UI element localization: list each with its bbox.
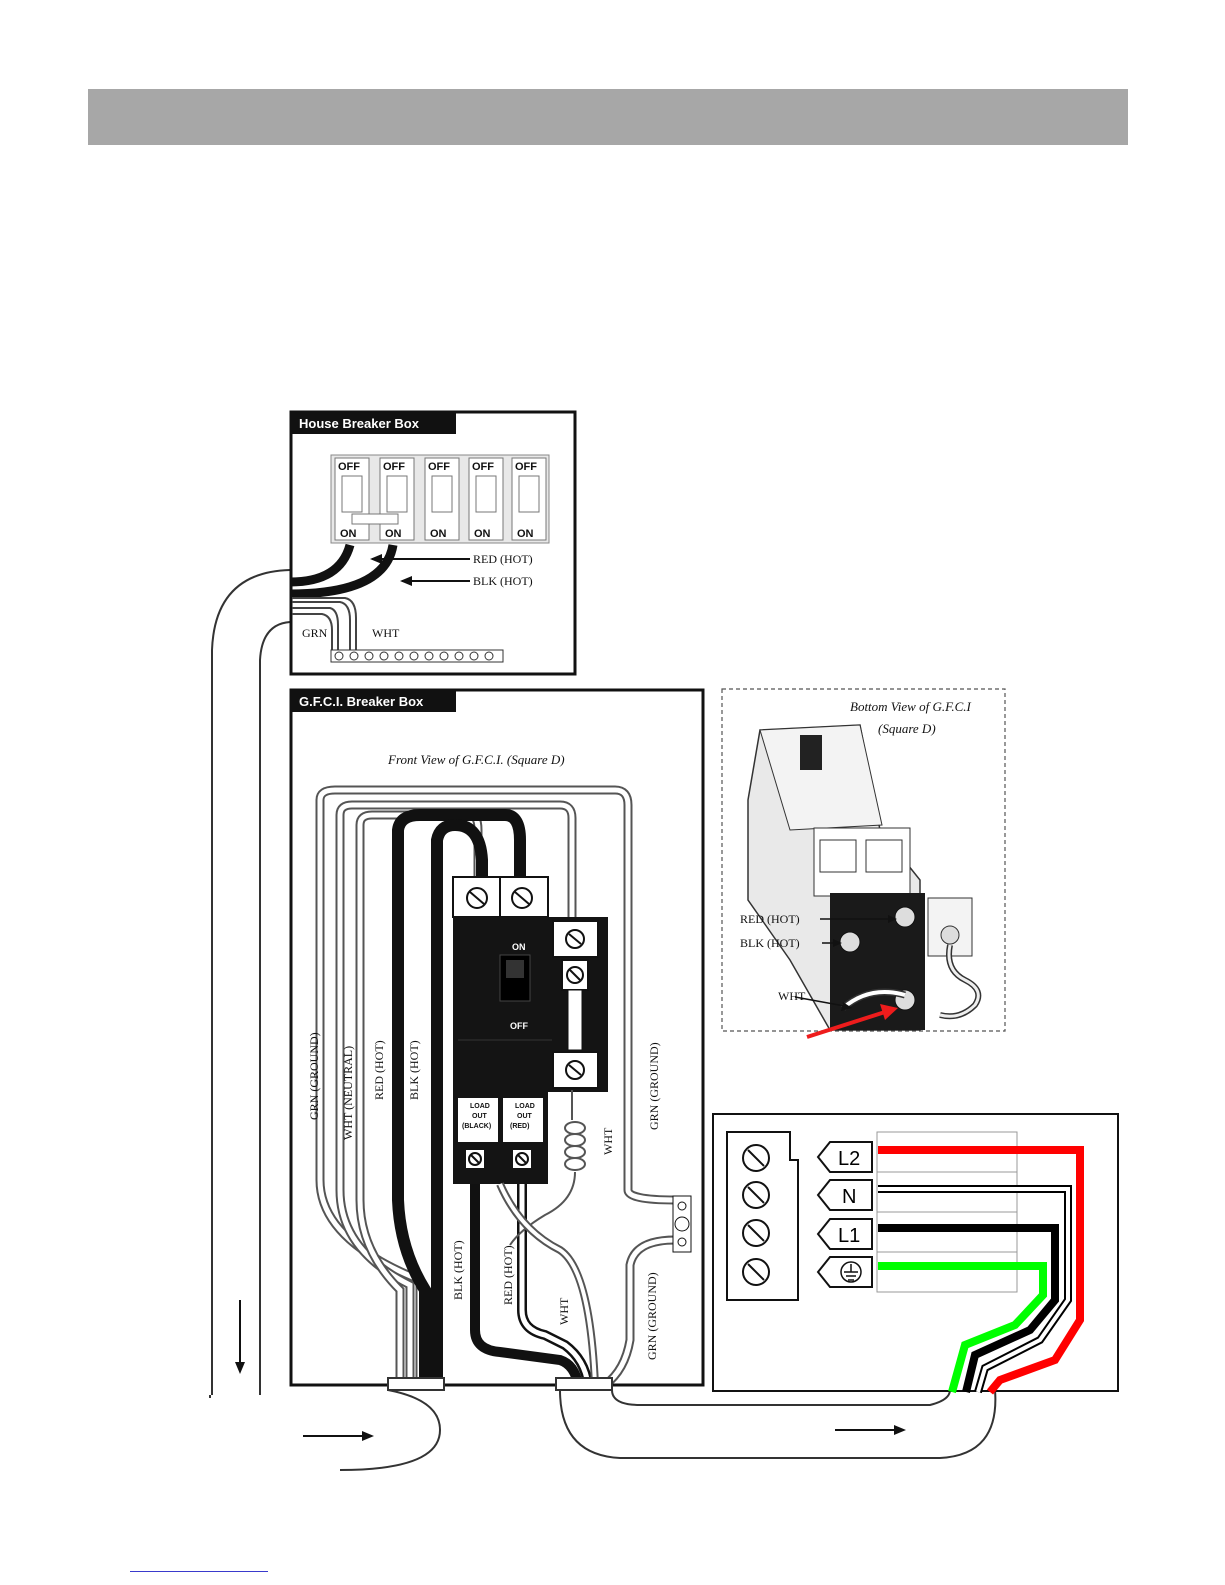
- load-black-line1: LOAD: [470, 1103, 490, 1110]
- red-hot-lower-label: RED (HOT): [501, 1245, 515, 1305]
- breaker-off-label: OFF: [510, 1021, 528, 1031]
- breaker-on-label: ON: [512, 942, 526, 952]
- switch-off-label: OFF: [472, 461, 494, 473]
- conduit-bottom: [209, 1377, 997, 1471]
- grn-ground-left-label: GRN (GROUND): [307, 1032, 321, 1120]
- wht-right-label: WHT: [601, 1127, 615, 1155]
- screw-terminal: [742, 1181, 770, 1209]
- grn-label: GRN: [302, 626, 328, 640]
- red-hot-left-label: RED (HOT): [372, 1040, 386, 1100]
- switch-off-label: OFF: [383, 461, 405, 473]
- screw-terminal: [742, 1219, 770, 1247]
- bv-wht-arrow: WHT: [778, 989, 852, 1011]
- bottom-view-title-line1: Bottom View of G.F.C.I: [850, 699, 972, 714]
- wht-neutral-label: WHT (NEUTRAL): [341, 1046, 355, 1140]
- load-red-line1: LOAD: [515, 1103, 535, 1110]
- terminal-tag-l2: L2: [816, 1141, 873, 1173]
- switch-on-label: ON: [474, 528, 491, 540]
- grn-ground-right-label: GRN (GROUND): [647, 1042, 661, 1130]
- switch-on-label: ON: [430, 528, 447, 540]
- terminal-tag-l1: L1: [816, 1218, 873, 1250]
- switch-on-label: ON: [340, 528, 357, 540]
- gfci-box-title: G.F.C.I. Breaker Box: [299, 694, 424, 709]
- gfci-breaker: ON OFF LOAD OUT (BLACK) LOAD OUT: [452, 876, 608, 1184]
- blk-hot-wire: [289, 544, 398, 599]
- grn-ground-lower-label: GRN (GROUND): [645, 1272, 659, 1360]
- house-box-title: House Breaker Box: [299, 416, 420, 431]
- header-bar: [88, 89, 1128, 145]
- red-hot-load-wire: [519, 1184, 591, 1386]
- right-arrow-icon: [303, 1431, 374, 1441]
- neutral-bus-bar: [330, 649, 504, 663]
- blk-hot-lower-label: BLK (HOT): [451, 1240, 465, 1300]
- bv-blk-label: BLK (HOT): [740, 936, 800, 950]
- blk-hot-arrow: BLK (HOT): [400, 574, 533, 588]
- load-red-line2: OUT: [517, 1113, 533, 1120]
- terminal-tag-ground: [816, 1256, 873, 1288]
- screw-terminal: [742, 1144, 770, 1172]
- bv-wht-label: WHT: [778, 989, 806, 1003]
- bottom-view-title-line2: (Square D): [878, 721, 936, 736]
- switch-off-label: OFF: [338, 461, 360, 473]
- load-black-line3: (BLACK): [462, 1123, 491, 1130]
- terminal-label-l2: L2: [838, 1148, 860, 1170]
- blk-hot-load-wire: [470, 1184, 583, 1386]
- right-arrow-icon: [835, 1425, 906, 1435]
- terminal-label-l1: L1: [838, 1225, 860, 1247]
- terminal-tag-n: N: [816, 1179, 873, 1211]
- bv-blk-arrow: BLK (HOT): [740, 936, 842, 950]
- screw-terminal: [742, 1258, 770, 1286]
- bv-red-label: RED (HOT): [740, 912, 800, 926]
- breaker-switch: OFF ON: [424, 457, 460, 541]
- wht-label: WHT: [372, 626, 400, 640]
- l2-wire: [878, 1146, 1084, 1395]
- terminal-label-n: N: [842, 1186, 856, 1208]
- red-pointer-arrow: [806, 1004, 898, 1039]
- house-breaker-box: House Breaker Box OFF ON OFF ON OFF ON O…: [289, 410, 577, 676]
- bottom-view-inset: Bottom View of G.F.C.I (Square D) RED (H…: [721, 688, 1006, 1039]
- red-hot-label: RED (HOT): [473, 552, 533, 566]
- conduit-left: [211, 569, 291, 1395]
- load-black-line2: OUT: [472, 1113, 488, 1120]
- neutral-pigtail: [564, 1090, 586, 1171]
- breaker-switch: OFF ON: [334, 457, 370, 541]
- l1-wire: [878, 1224, 1059, 1393]
- blk-hot-label: BLK (HOT): [473, 574, 533, 588]
- breaker-switch: OFF ON: [379, 457, 415, 541]
- red-hot-arrow: RED (HOT): [370, 552, 533, 566]
- front-view-title: Front View of G.F.C.I. (Square D): [387, 752, 565, 767]
- switch-off-label: OFF: [428, 461, 450, 473]
- switch-on-label: ON: [385, 528, 402, 540]
- breaker-switch: OFF ON: [511, 457, 547, 541]
- switch-off-label: OFF: [515, 461, 537, 473]
- ground-wire: [878, 1262, 1047, 1394]
- down-arrow-icon: [235, 1300, 245, 1374]
- red-hot-wire: [289, 543, 355, 587]
- switch-tie-bar: [351, 513, 399, 525]
- n-wire: [878, 1187, 1070, 1393]
- gfci-breaker-box: G.F.C.I. Breaker Box Front View of G.F.C…: [289, 688, 705, 1389]
- switch-on-label: ON: [517, 528, 534, 540]
- terminal-block-inset: L2 N L1: [712, 1113, 1119, 1395]
- breaker-switch: OFF ON: [468, 457, 504, 541]
- ground-icon: [840, 1261, 862, 1283]
- footer-link-underline: [130, 1571, 268, 1572]
- wht-lower-label: WHT: [557, 1297, 571, 1325]
- blk-hot-left-label: BLK (HOT): [407, 1040, 421, 1100]
- ground-bar: [672, 1195, 692, 1253]
- bv-red-arrow: RED (HOT): [740, 912, 897, 926]
- load-red-line3: (RED): [510, 1123, 529, 1130]
